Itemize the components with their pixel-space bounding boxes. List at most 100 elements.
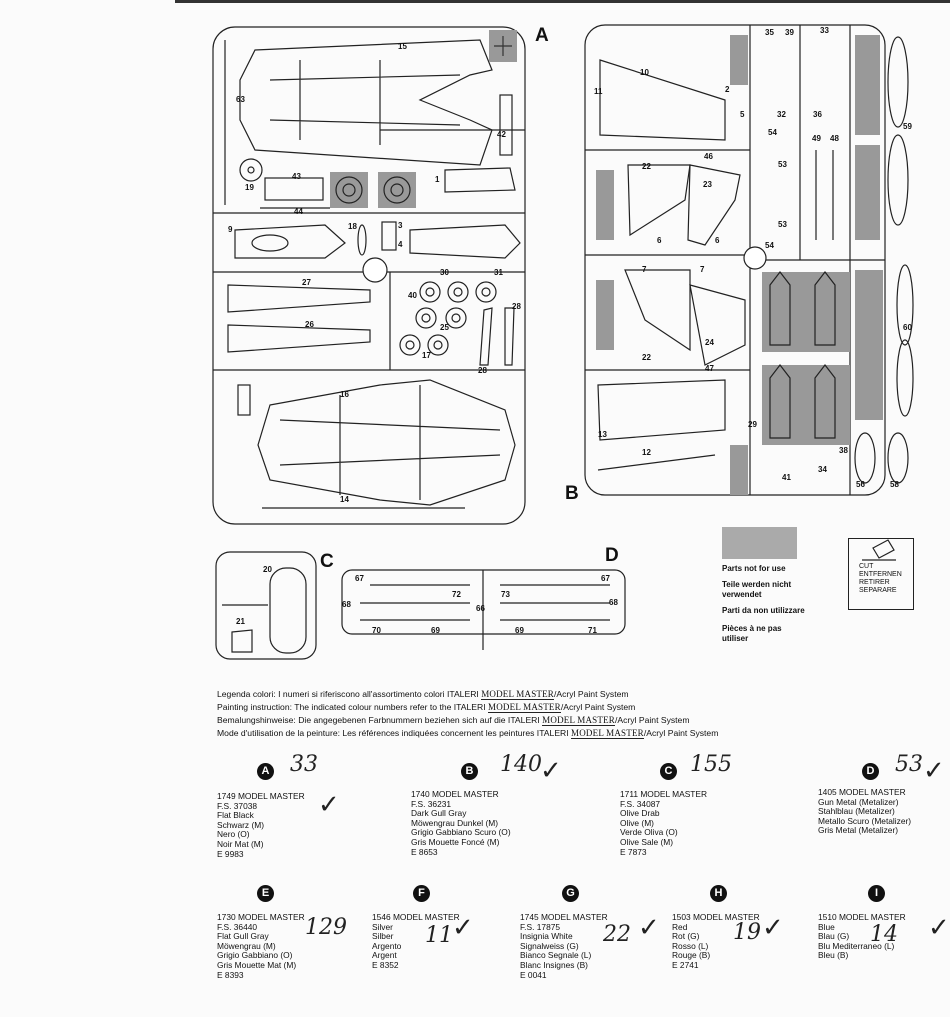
part-number: 54 <box>765 241 774 250</box>
color-spec-line: Olive Drab <box>620 808 660 819</box>
part-number: 27 <box>302 278 311 287</box>
part-number: 16 <box>340 390 349 399</box>
model-master-logo: MODEL MASTER <box>542 715 615 726</box>
part-number: 32 <box>777 110 786 119</box>
color-badge: E <box>257 885 274 902</box>
part-number: 33 <box>820 26 829 35</box>
color-spec-line: F.S. 34087 <box>620 798 661 809</box>
color-spec-line: Blau (G) <box>818 931 850 942</box>
part-number: 38 <box>839 446 848 455</box>
part-number: 30 <box>440 268 449 277</box>
part-number: 29 <box>748 420 757 429</box>
handwritten-checkmark-icon: ✓ <box>762 913 784 943</box>
part-number: 39 <box>785 28 794 37</box>
cut-label-fr: RETIRER <box>859 579 890 586</box>
color-spec-line: E 2741 <box>672 959 699 970</box>
color-spec-line: Rot (G) <box>672 931 700 942</box>
handwritten-number: 22 <box>603 922 631 947</box>
color-spec-line: Verde Oliva (O) <box>620 827 678 838</box>
color-code: 1503 MODEL MASTER <box>672 912 760 922</box>
color-spec-line: Argento <box>372 940 402 951</box>
color-spec-line: Gun Metal (Metalizer) <box>818 796 899 807</box>
painting-text: Mode d'utilisation de la peinture: Les r… <box>217 728 572 738</box>
not-for-use-en: Parts not for use <box>722 564 786 573</box>
not-for-use-swatch <box>722 527 797 559</box>
sprue-c-frame <box>215 551 317 660</box>
model-master-logo: MODEL MASTER <box>488 702 561 713</box>
color-code: 1740 MODEL MASTER <box>411 789 499 799</box>
color-spec-line: E 0041 <box>520 969 547 980</box>
painting-text: /Acryl Paint System <box>560 702 636 712</box>
part-number: 70 <box>372 626 381 635</box>
part-number: 47 <box>705 364 714 373</box>
part-number: 22 <box>642 353 651 362</box>
color-spec-line: F.S. 17875 <box>520 921 561 932</box>
cut-label-de: ENTFERNEN <box>859 571 902 578</box>
handwritten-checkmark-icon: ✓ <box>928 913 950 943</box>
color-spec-line: E 9983 <box>217 848 244 859</box>
sprue-label-c: C <box>320 551 334 572</box>
part-number: 36 <box>813 110 822 119</box>
color-badge: H <box>710 885 727 902</box>
not-for-use-it: Parti da non utilizzare <box>722 606 805 615</box>
color-spec-line: E 8352 <box>372 959 399 970</box>
sprue-a-frame <box>212 26 526 525</box>
color-spec-line: Noir Mat (M) <box>217 838 264 849</box>
painting-instruction-de: Bemalungshinweise: Die angegebenen Farbn… <box>217 714 690 727</box>
color-code: 1510 MODEL MASTER <box>818 912 906 922</box>
color-spec-line: Bleu (B) <box>818 950 849 961</box>
color-badge: C <box>660 763 677 780</box>
color-badge: A <box>257 763 274 780</box>
color-badge: I <box>868 885 885 902</box>
part-number: 5 <box>740 110 745 119</box>
part-number: 1 <box>435 175 440 184</box>
part-number: 6 <box>657 236 662 245</box>
part-number: 49 <box>812 134 821 143</box>
color-spec-line: Schwarz (M) <box>217 819 264 830</box>
handwritten-number: 11 <box>425 923 453 948</box>
handwritten-number: 33 <box>290 752 318 777</box>
cut-label-en: CUT <box>859 563 874 570</box>
part-number: 46 <box>704 152 713 161</box>
painting-text: /Acryl Paint System <box>554 689 629 699</box>
part-number: 71 <box>588 626 597 635</box>
page-top-rule <box>175 0 950 3</box>
part-number: 69 <box>431 626 440 635</box>
part-number: 21 <box>236 617 245 626</box>
sprue-label-a: A <box>535 25 549 46</box>
model-master-logo: MODEL MASTER <box>571 728 644 739</box>
part-number: 42 <box>497 130 506 139</box>
part-number: 44 <box>294 207 303 216</box>
handwritten-number: 53 <box>895 752 923 777</box>
part-number: 40 <box>408 291 417 300</box>
part-number: 66 <box>476 604 485 613</box>
part-number: 2 <box>725 85 730 94</box>
color-spec-line: Red <box>672 921 688 932</box>
color-spec-line: Gris Mouette Mat (M) <box>217 959 297 970</box>
part-number: 6 <box>715 236 720 245</box>
part-number: 28 <box>512 302 521 311</box>
color-spec-line: E 7873 <box>620 846 647 857</box>
model-master-logo: MODEL MASTER <box>481 689 555 700</box>
part-number: 69 <box>515 626 524 635</box>
part-number: 24 <box>705 338 714 347</box>
part-number: 53 <box>778 220 787 229</box>
part-number: 34 <box>818 465 827 474</box>
part-number: 72 <box>452 590 461 599</box>
sprue-label-b: B <box>565 483 579 504</box>
color-code: 1711 MODEL MASTER <box>620 789 708 799</box>
color-spec-line: Rouge (B) <box>672 950 711 961</box>
part-number: 60 <box>903 323 912 332</box>
color-badge: B <box>461 763 478 780</box>
color-spec-line: Rosso (L) <box>672 940 709 951</box>
cut-legend: CUT ENTFERNEN RETIRER SEPARARE <box>848 538 914 610</box>
handwritten-number: 155 <box>690 752 732 777</box>
not-for-use-fr: Pièces à ne pas utiliser <box>722 624 782 643</box>
color-spec-line: Blue <box>818 921 835 932</box>
painting-instruction-en: Painting instruction: The indicated colo… <box>217 701 635 714</box>
not-for-use-de: Teile werden nicht verwendet <box>722 580 792 599</box>
painting-text: Painting instruction: The indicated colo… <box>217 702 489 712</box>
